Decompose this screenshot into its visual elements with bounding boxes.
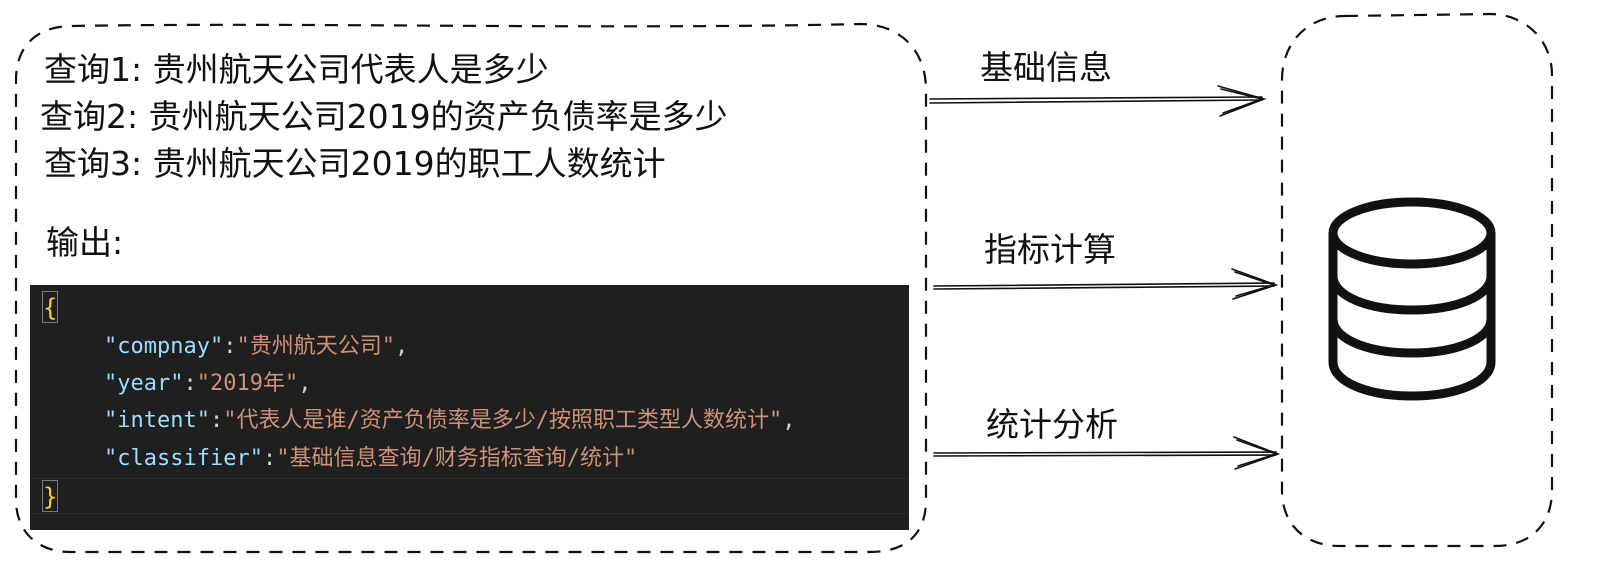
code-sep: : [262,446,277,471]
arrow-label-stat-analysis: 统计分析 [986,405,1118,444]
code-end: , [782,408,796,433]
database-icon [1328,197,1496,401]
query-container-border [14,22,928,554]
code-end: , [298,371,312,396]
code-value: "代表人是谁/资产负债率是多少/按照职工类型人数统计" [223,408,783,433]
code-sep: : [209,408,224,433]
code-value: "2019年" [196,371,299,396]
current-line-highlight [30,478,909,514]
arrow-basic-info [929,85,1267,117]
arrow-stat-analysis [933,436,1281,470]
close-brace: } [42,480,58,512]
code-key: "year" [104,371,184,396]
code-sep: : [183,371,197,396]
code-value: "基础信息查询/财务指标查询/统计" [276,446,638,471]
database-container-border [1280,12,1554,548]
open-brace: { [42,291,58,323]
code-end: , [394,334,409,359]
query-3: 查询3: 贵州航天公司2019的职工人数统计 [44,144,666,183]
arrow-metric-calc [933,268,1279,300]
code-value: "贵州航天公司" [236,334,395,359]
code-key: "intent" [104,408,210,433]
code-key: "compnay" [104,334,224,359]
arrow-label-basic-info: 基础信息 [980,48,1112,87]
arrow-label-metric-calc: 指标计算 [984,230,1116,269]
query-2: 查询2: 贵州航天公司2019的资产负债率是多少 [40,97,728,136]
output-label: 输出: [46,223,124,262]
code-sep: : [223,334,237,359]
code-line-classifier: "classifier":"基础信息查询/财务指标查询/统计" [104,442,637,476]
code-line-intent: "intent":"代表人是谁/资产负债率是多少/按照职工类型人数统计", [104,404,795,438]
code-line-year: "year":"2019年", [104,367,311,401]
code-output-panel: { "compnay":"贵州航天公司", "year":"2019年", "i… [30,285,909,530]
code-line-company: "compnay":"贵州航天公司", [104,330,408,364]
query-1: 查询1: 贵州航天公司代表人是多少 [44,50,549,89]
code-key: "classifier" [104,446,263,471]
